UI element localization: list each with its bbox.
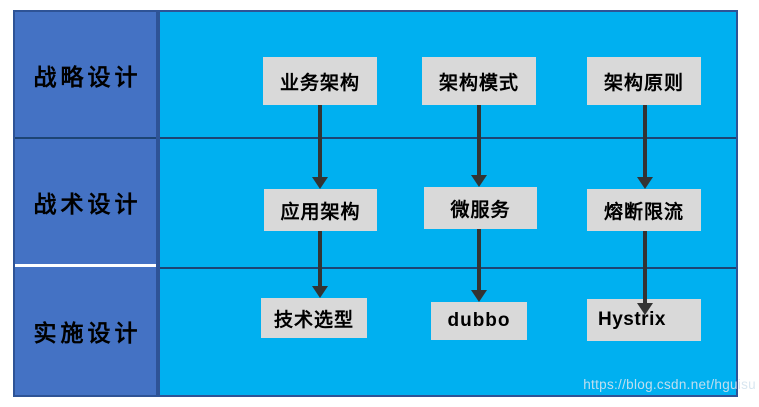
down-arrow-circuit-breaking-to-hystrix bbox=[637, 231, 653, 315]
arrow-head-icon bbox=[471, 175, 487, 187]
arrow-head-icon bbox=[637, 303, 653, 315]
arrow-line bbox=[643, 231, 647, 304]
arrow-head-icon bbox=[312, 286, 328, 298]
node-application-architecture: 应用架构 bbox=[264, 189, 377, 231]
architecture-design-table: 战略设计 战术设计 实施设计 业务架构 应用架构 技术选型 架构模式 微服务 d… bbox=[13, 10, 738, 397]
arrow-line bbox=[318, 231, 322, 287]
arrow-head-icon bbox=[637, 177, 653, 189]
arrow-line bbox=[318, 105, 322, 178]
down-arrow-microservices-to-dubbo bbox=[471, 229, 487, 302]
node-architecture-principles: 架构原则 bbox=[587, 57, 701, 105]
arrow-line bbox=[643, 105, 647, 178]
row-label-tactical-design: 战术设计 bbox=[15, 139, 156, 267]
down-arrow-principles-to-circuit-breaking bbox=[637, 105, 653, 189]
node-circuit-breaking-throttling: 熔断限流 bbox=[587, 189, 701, 231]
row-divider bbox=[15, 267, 736, 269]
node-microservices: 微服务 bbox=[424, 187, 537, 229]
arrow-line bbox=[477, 229, 481, 291]
row-header-column: 战略设计 战术设计 实施设计 bbox=[15, 12, 160, 395]
node-dubbo: dubbo bbox=[431, 302, 527, 340]
down-arrow-application-to-technology bbox=[312, 231, 328, 298]
down-arrow-business-to-application bbox=[312, 105, 328, 189]
node-business-architecture: 业务架构 bbox=[263, 57, 377, 105]
arrow-head-icon bbox=[312, 177, 328, 189]
node-technology-selection: 技术选型 bbox=[261, 298, 367, 338]
row-label-implementation-design: 实施设计 bbox=[33, 320, 142, 347]
row-divider bbox=[15, 137, 736, 139]
down-arrow-pattern-to-microservices bbox=[471, 105, 487, 187]
watermark-url: https://blog.csdn.net/hguisu bbox=[583, 377, 756, 392]
arrow-line bbox=[477, 105, 481, 176]
node-architecture-pattern: 架构模式 bbox=[422, 57, 536, 105]
row-label-strategic-design: 战略设计 bbox=[15, 12, 156, 139]
arrow-head-icon bbox=[471, 290, 487, 302]
